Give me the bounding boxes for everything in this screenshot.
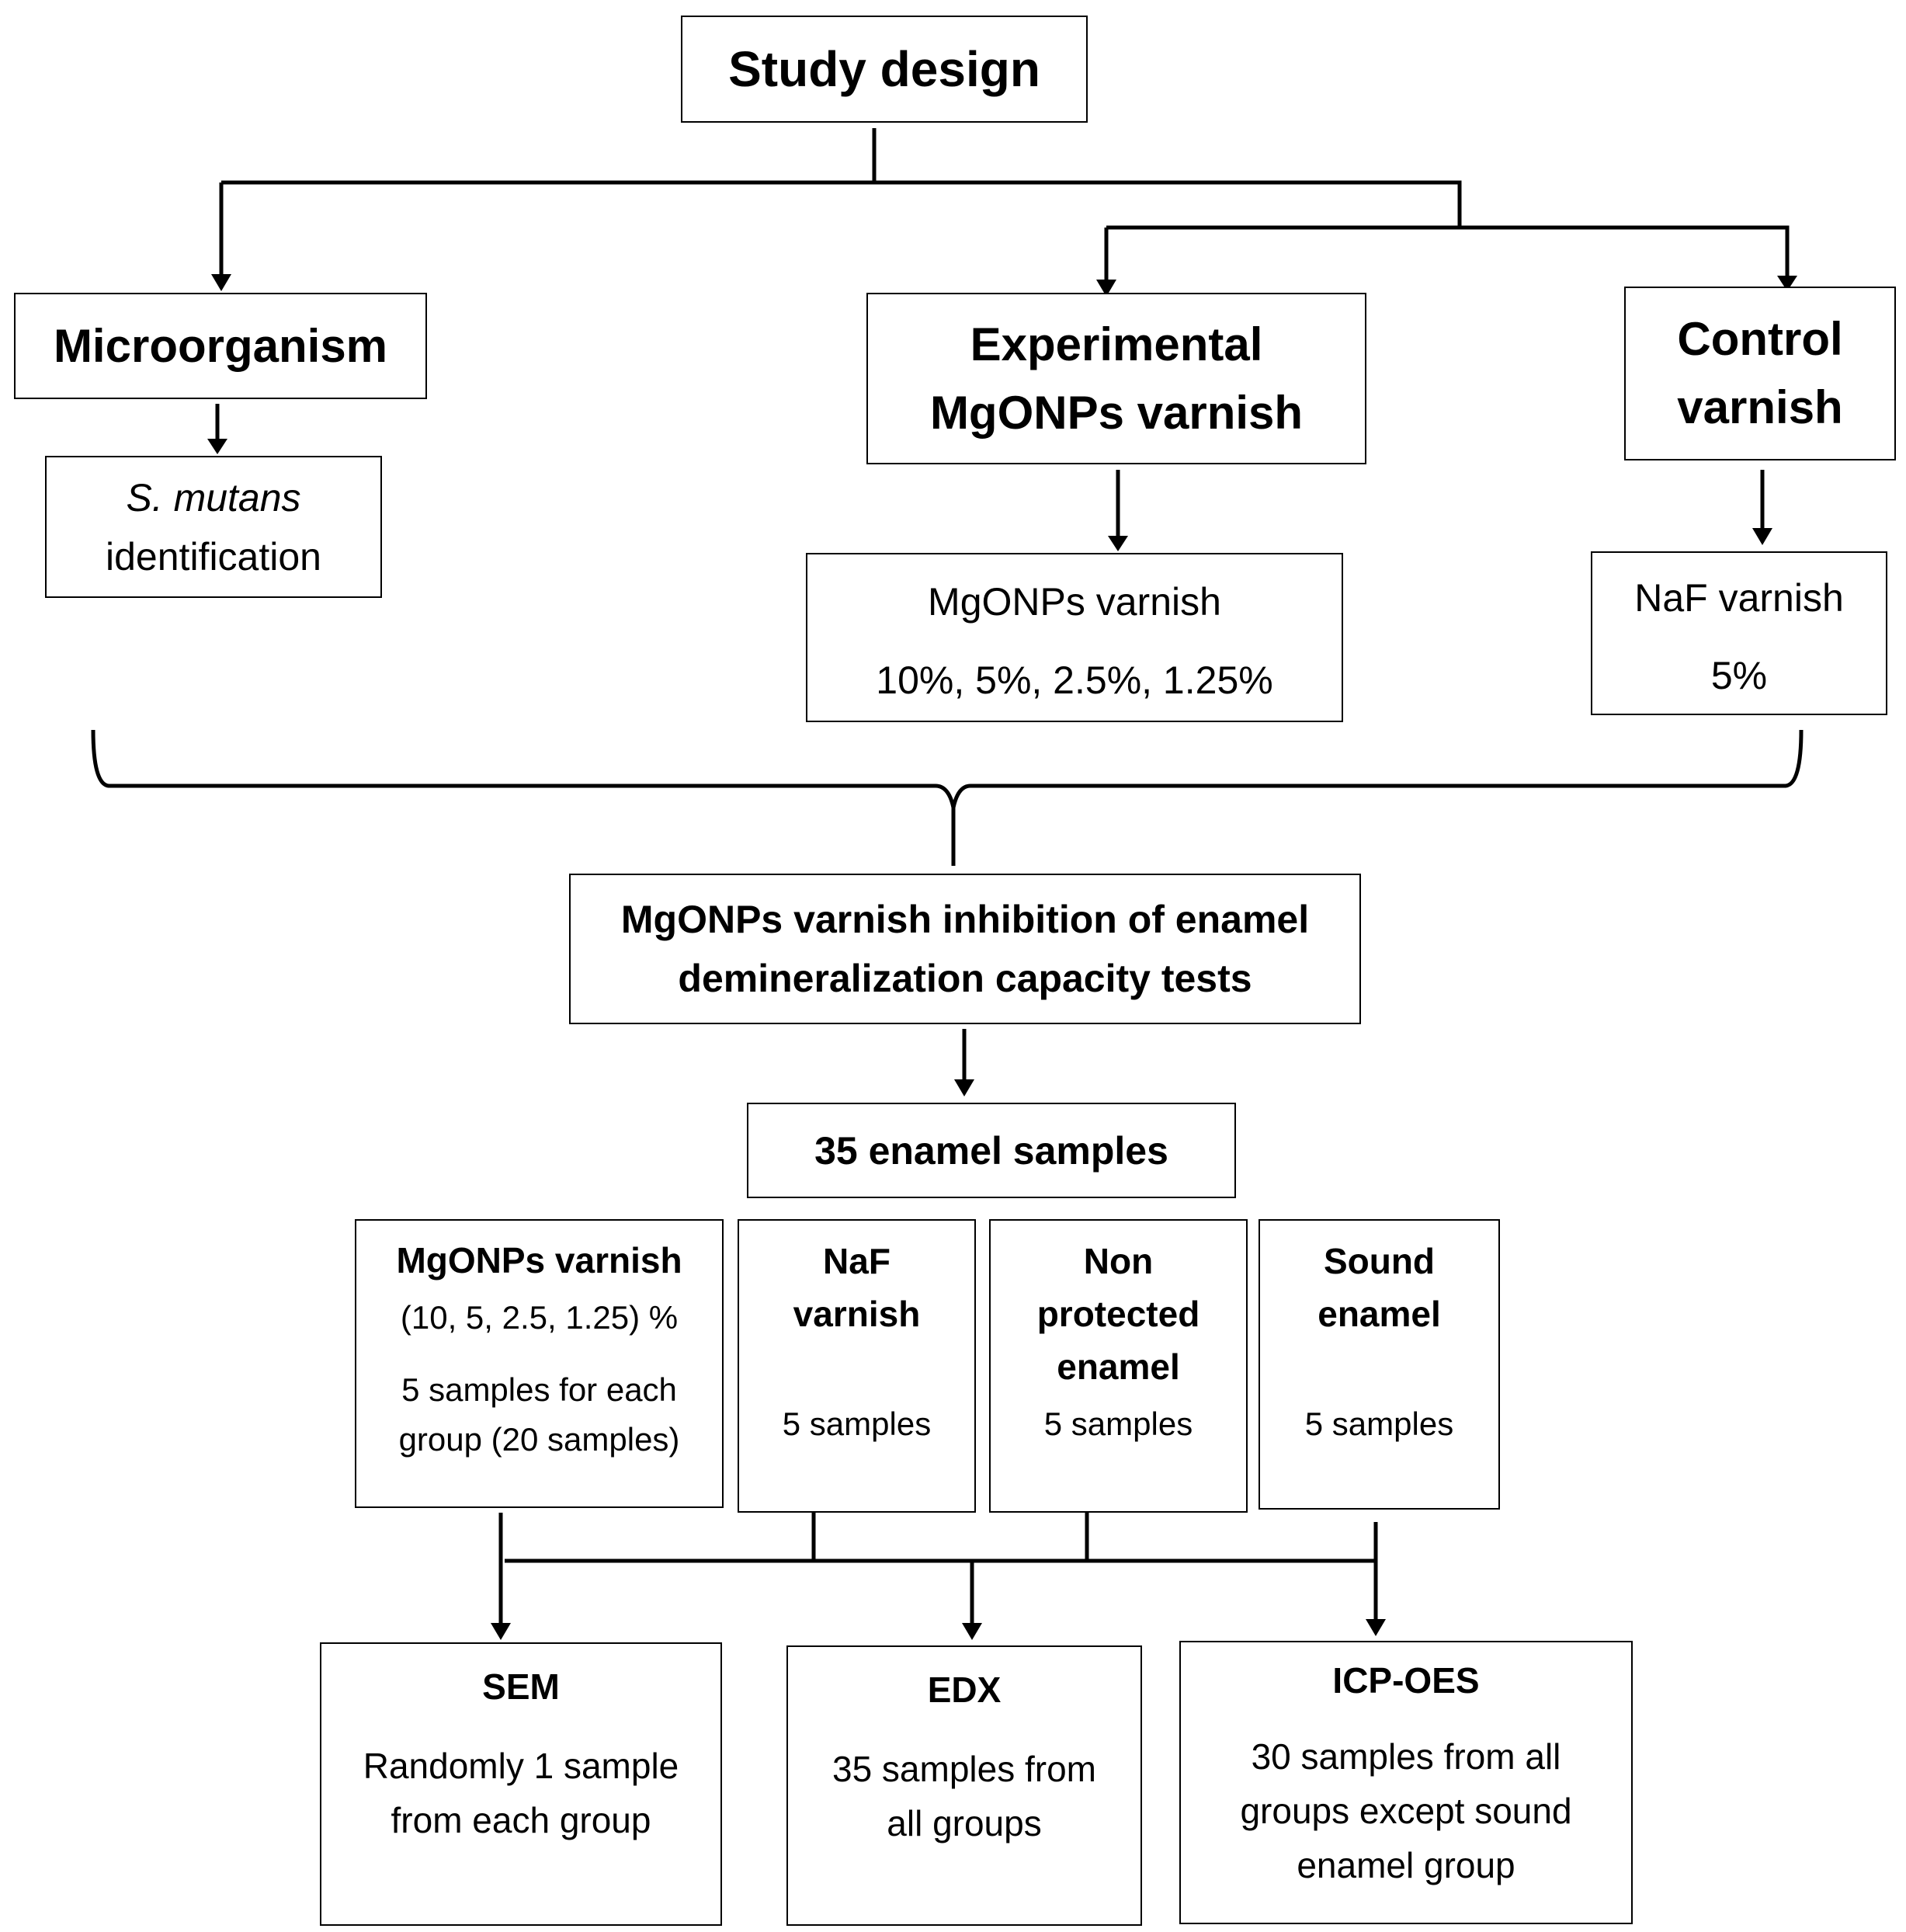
group-mgonps-box: MgONPs varnish (10, 5, 2.5, 1.25) % 5 sa… xyxy=(355,1219,724,1508)
identification-label: identification xyxy=(106,534,321,579)
experimental-title-line1: Experimental xyxy=(970,318,1263,370)
group-naf-title-line2: varnish xyxy=(793,1294,921,1334)
mgonps-concentrations-box: MgONPs varnish 10%, 5%, 2.5%, 1.25% xyxy=(806,553,1343,722)
enamel-samples-box: 35 enamel samples xyxy=(747,1103,1236,1198)
group-non-protected-line2: protected xyxy=(1036,1294,1200,1334)
group-non-protected-count: 5 samples xyxy=(1043,1406,1193,1442)
study-design-box: Study design xyxy=(681,16,1088,123)
group-sound-enamel-count: 5 samples xyxy=(1304,1406,1454,1442)
naf-varnish-box: NaF varnish 5% xyxy=(1591,551,1887,715)
sem-line1: Randomly 1 sample xyxy=(363,1746,679,1786)
mgonps-concentrations-label: 10%, 5%, 2.5%, 1.25% xyxy=(876,658,1273,702)
group-non-protected-line1: Non xyxy=(1083,1241,1154,1281)
sem-analysis-box: SEM Randomly 1 sample from each group xyxy=(320,1642,722,1926)
study-design-title: Study design xyxy=(728,41,1040,97)
group-naf-box: NaF varnish 5 samples xyxy=(738,1219,976,1513)
group-mgonps-concentrations: (10, 5, 2.5, 1.25) % xyxy=(400,1299,679,1336)
icp-oes-line1: 30 samples from all xyxy=(1251,1736,1561,1777)
group-naf-title-line1: NaF xyxy=(823,1241,891,1281)
naf-varnish-label: NaF varnish xyxy=(1634,575,1844,620)
group-naf-count: 5 samples xyxy=(782,1406,932,1442)
control-varnish-box: Control varnish xyxy=(1624,287,1896,460)
control-title-line1: Control xyxy=(1677,313,1843,365)
inhibition-tests-box: MgONPs varnish inhibition of enamel demi… xyxy=(569,874,1361,1024)
mgonps-varnish-label: MgONPs varnish xyxy=(928,580,1221,624)
group-non-protected-box: Non protected enamel 5 samples xyxy=(989,1219,1248,1513)
group-non-protected-line3: enamel xyxy=(1057,1346,1180,1387)
s-mutans-label: S. mutans xyxy=(126,475,301,519)
tests-line1: MgONPs varnish inhibition of enamel xyxy=(620,898,1310,941)
icp-oes-line2: groups except sound xyxy=(1240,1791,1572,1831)
microorganism-title: Microorganism xyxy=(53,320,388,372)
group-mgonps-detail1: 5 samples for each xyxy=(401,1371,677,1408)
experimental-varnish-box: Experimental MgONPs varnish xyxy=(866,293,1366,464)
s-mutans-box: S. mutans identification xyxy=(45,456,382,598)
edx-line2: all groups xyxy=(887,1803,1042,1843)
group-sound-enamel-line2: enamel xyxy=(1318,1294,1441,1334)
sem-line2: from each group xyxy=(391,1800,651,1840)
group-sound-enamel-line1: Sound xyxy=(1323,1241,1436,1281)
group-sound-enamel-box: Sound enamel 5 samples xyxy=(1259,1219,1500,1510)
sem-title: SEM xyxy=(482,1666,560,1707)
naf-percent-label: 5% xyxy=(1710,653,1768,697)
icp-oes-line3: enamel group xyxy=(1297,1845,1515,1885)
enamel-samples-label: 35 enamel samples xyxy=(814,1128,1168,1173)
tests-line2: demineralization capacity tests xyxy=(678,957,1252,1000)
group-mgonps-detail2: group (20 samples) xyxy=(398,1421,680,1458)
group-mgonps-title: MgONPs varnish xyxy=(396,1240,682,1280)
icp-oes-title: ICP-OES xyxy=(1332,1660,1480,1701)
control-title-line2: varnish xyxy=(1677,381,1843,433)
icp-oes-analysis-box: ICP-OES 30 samples from all groups excep… xyxy=(1179,1641,1633,1924)
edx-analysis-box: EDX 35 samples from all groups xyxy=(786,1645,1142,1926)
experimental-title-line2: MgONPs varnish xyxy=(929,386,1304,439)
edx-title: EDX xyxy=(927,1670,1002,1710)
edx-line1: 35 samples from xyxy=(831,1749,1096,1789)
microorganism-box: Microorganism xyxy=(14,293,427,399)
